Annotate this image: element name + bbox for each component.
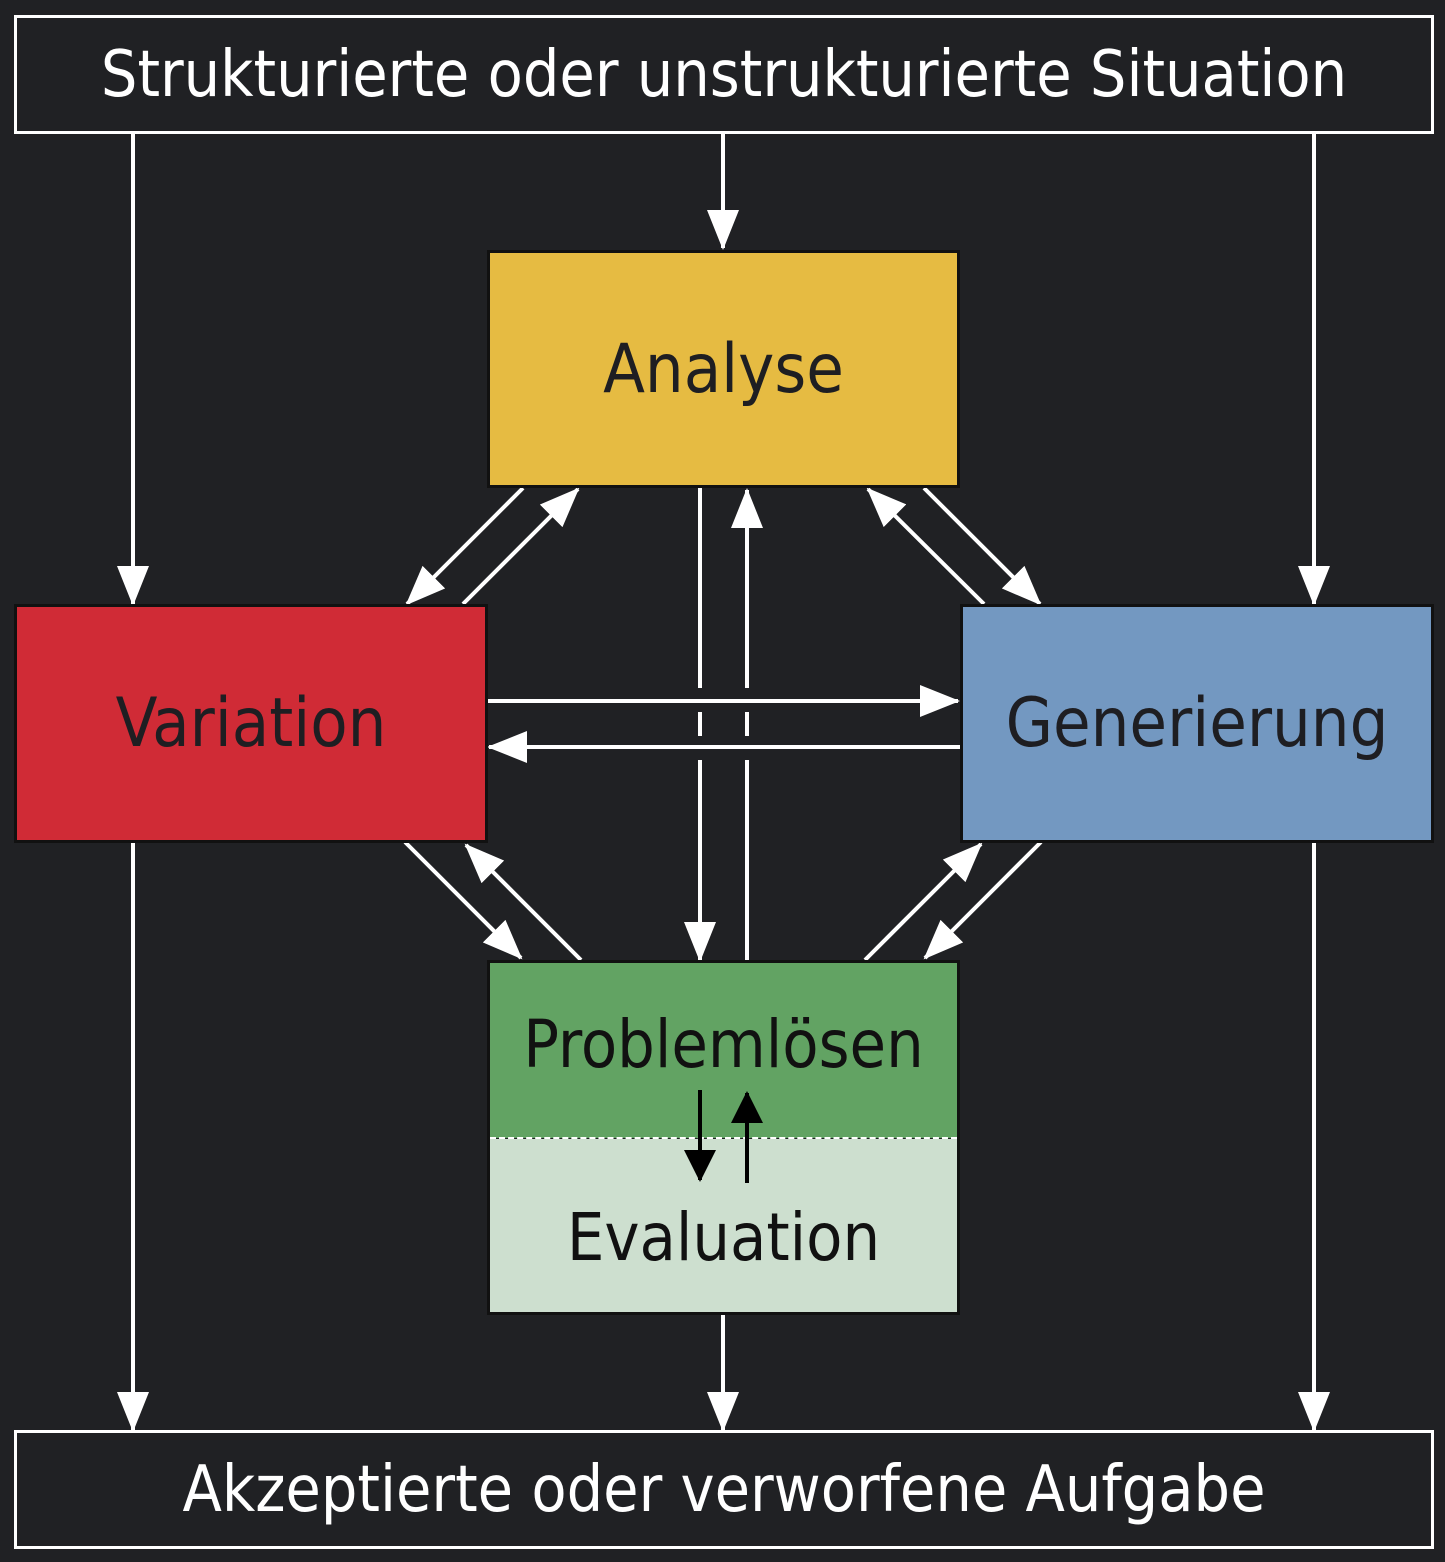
analyse-node: Analyse — [487, 250, 960, 488]
arrow-analyse-to-generierung — [922, 486, 1042, 606]
evaluation-section: Evaluation — [490, 1139, 957, 1312]
arrow-problemloesen-to-variation — [464, 843, 583, 962]
arrow-generierung-to-analyse — [866, 487, 986, 606]
situation-frame: Strukturierte oder unstrukturierte Situa… — [14, 15, 1434, 134]
variation-label: Variation — [115, 684, 387, 763]
analyse-label: Analyse — [603, 329, 844, 409]
section-divider — [490, 1137, 957, 1140]
problemloesen-evaluation-node: Problemlösen Evaluation — [487, 960, 960, 1315]
generierung-node: Generierung — [960, 604, 1434, 843]
arrow-variation-to-problemloesen — [403, 840, 523, 960]
generierung-label: Generierung — [1005, 684, 1389, 763]
arrow-variation-to-analyse — [461, 487, 580, 606]
aufgabe-frame: Akzeptierte oder verworfene Aufgabe — [14, 1430, 1434, 1549]
variation-node: Variation — [14, 604, 488, 843]
arrow-problemloesen-to-generierung — [863, 842, 983, 962]
evaluation-label: Evaluation — [566, 1199, 881, 1276]
aufgabe-label: Akzeptierte oder verworfene Aufgabe — [182, 1452, 1266, 1527]
arrow-analyse-to-variation — [405, 486, 525, 606]
situation-label: Strukturierte oder unstrukturierte Situa… — [100, 37, 1348, 112]
problemloesen-section: Problemlösen — [490, 963, 957, 1138]
arrow-generierung-to-problemloesen — [923, 840, 1043, 960]
problemloesen-label: Problemlösen — [523, 1006, 924, 1083]
